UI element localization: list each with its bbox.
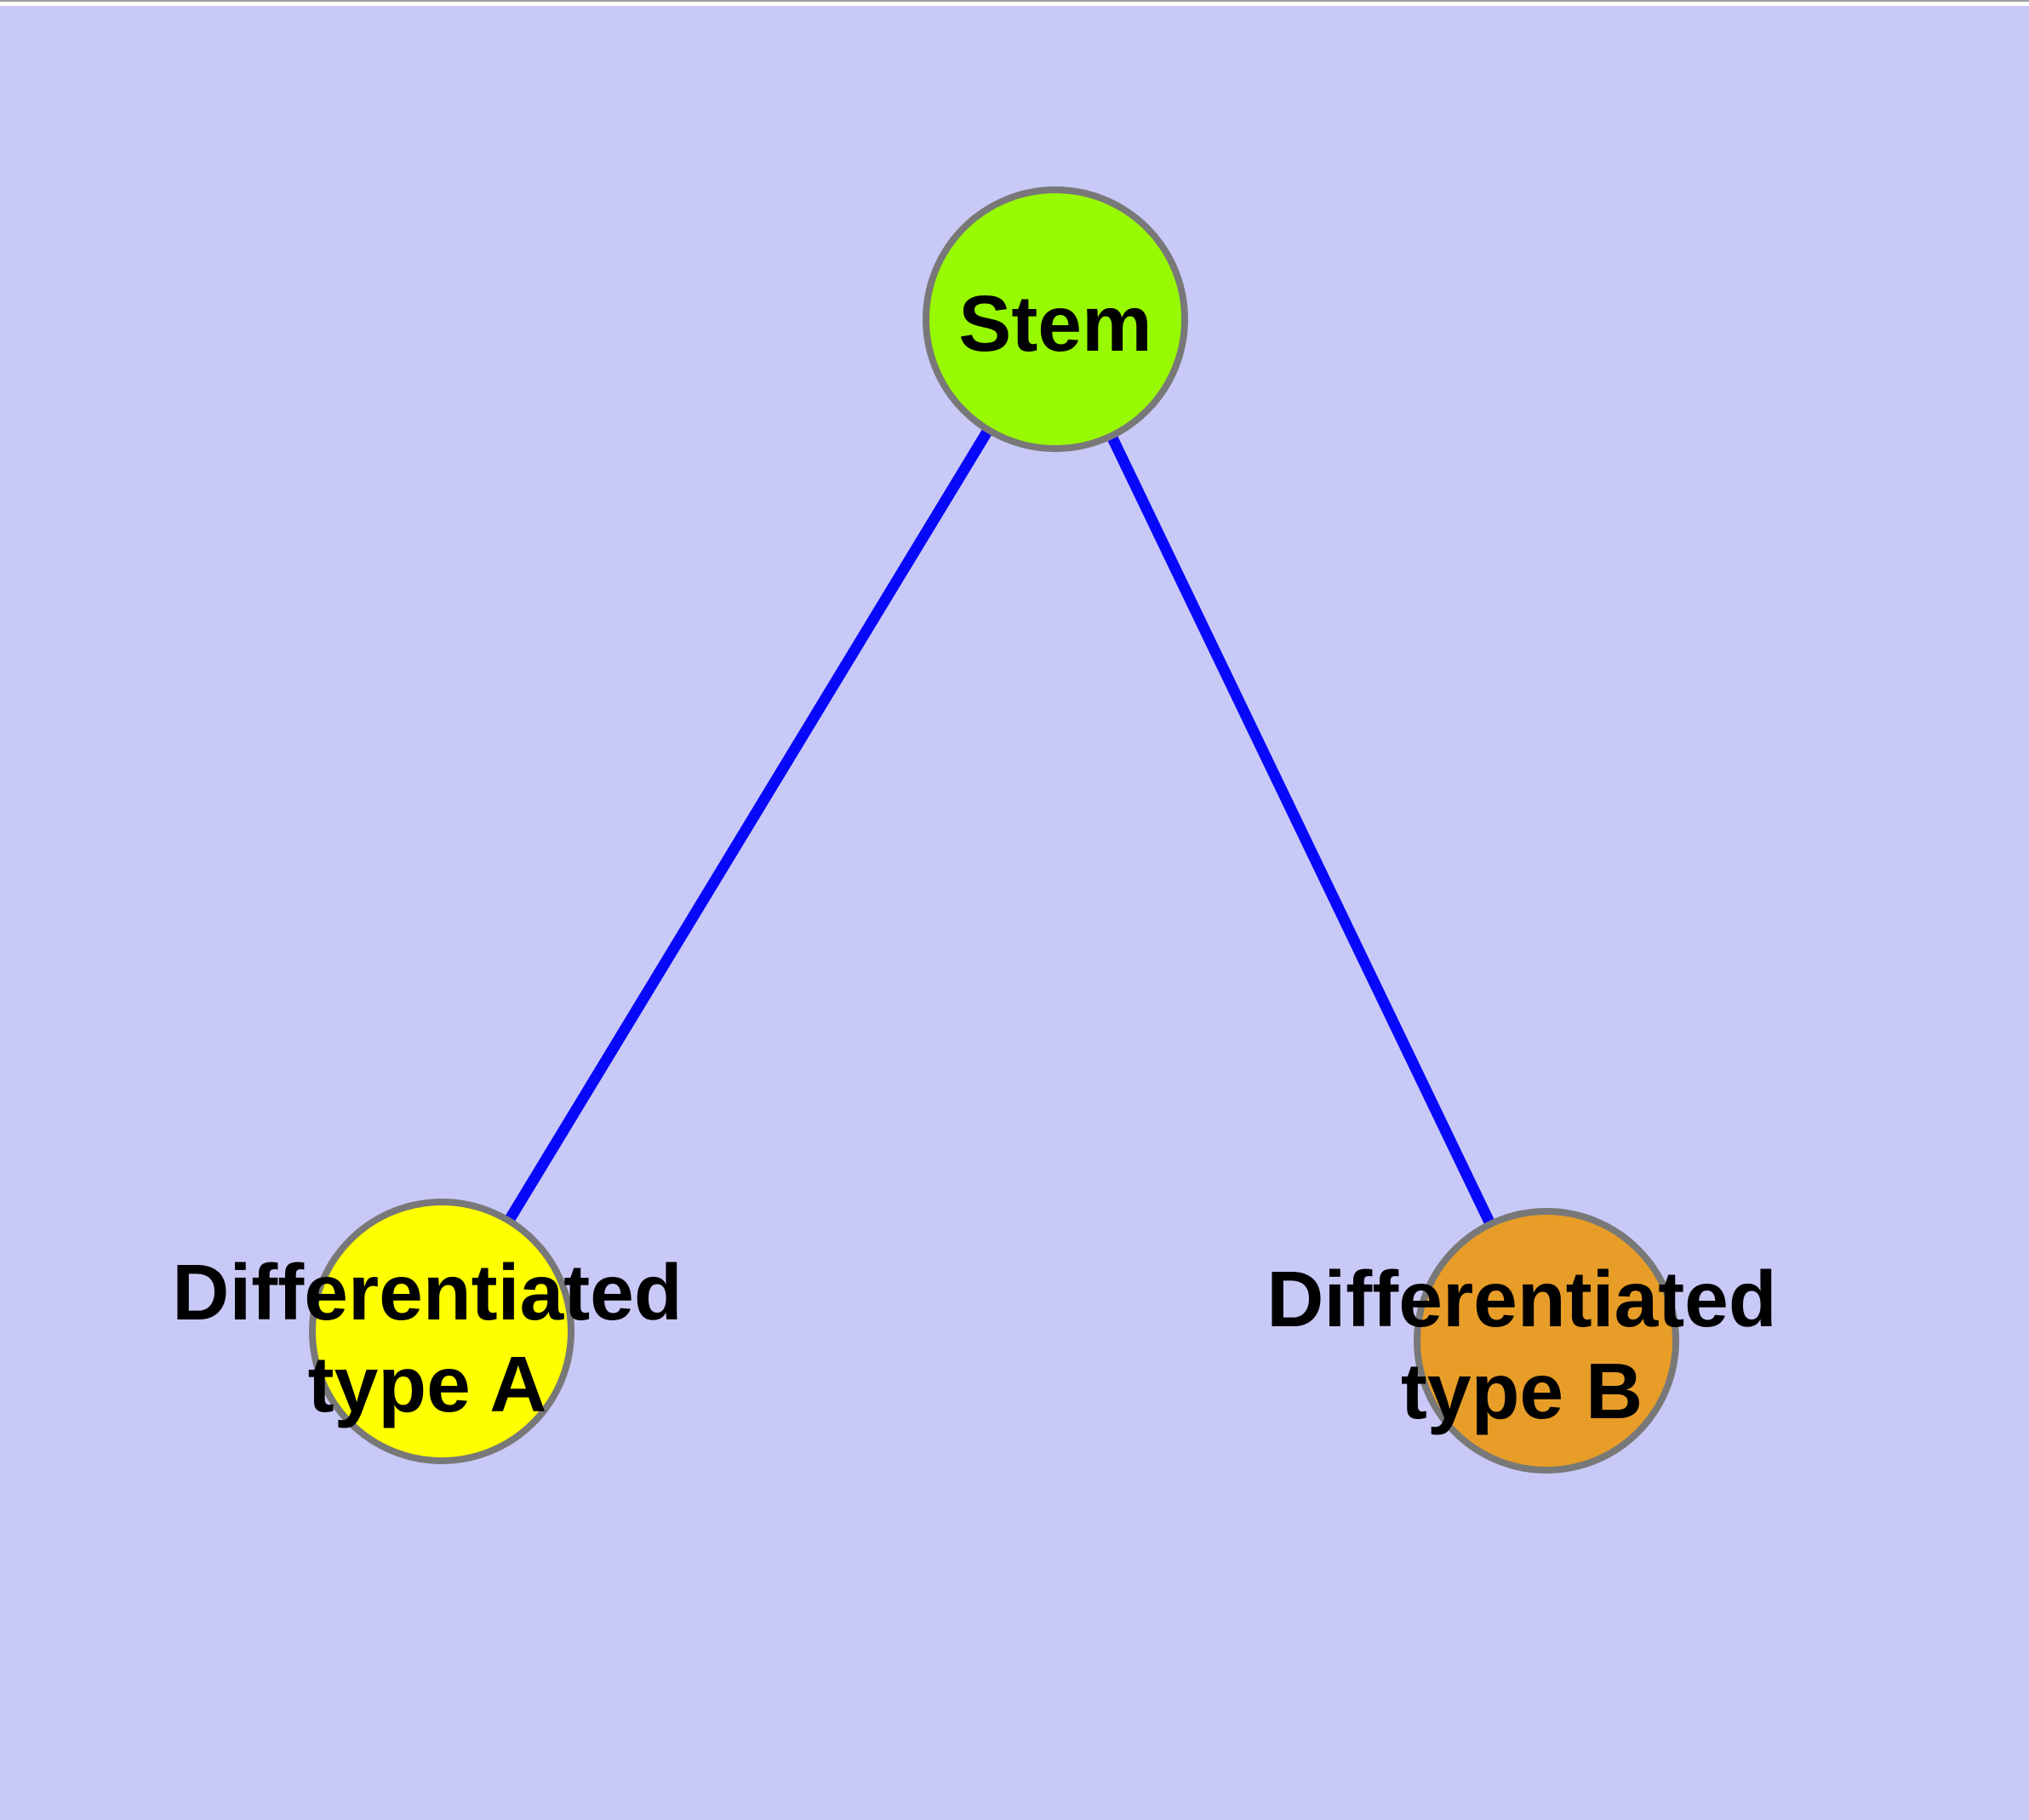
window-top-edge — [0, 0, 2029, 6]
node-type-a-label-line2: type A — [307, 1340, 547, 1428]
node-type-b-circle — [1414, 1208, 1679, 1474]
node-type-a-circle — [309, 1199, 574, 1464]
edge-stem-to-type-a — [436, 313, 1061, 1337]
node-stem-label: Stem — [958, 278, 1152, 369]
node-type-b-label: Differentiated type B — [1266, 1253, 1776, 1437]
node-type-a-label-line1: Differentiated — [172, 1248, 683, 1336]
node-type-b-label-line1: Differentiated — [1266, 1255, 1777, 1343]
node-stem-circle — [923, 186, 1188, 452]
node-type-a-label: Differentiated type A — [172, 1246, 682, 1430]
node-stem-label-text: Stem — [958, 279, 1152, 368]
edge-stem-to-type-b — [1049, 313, 1552, 1347]
node-type-b-label-line2: type B — [1400, 1347, 1643, 1435]
